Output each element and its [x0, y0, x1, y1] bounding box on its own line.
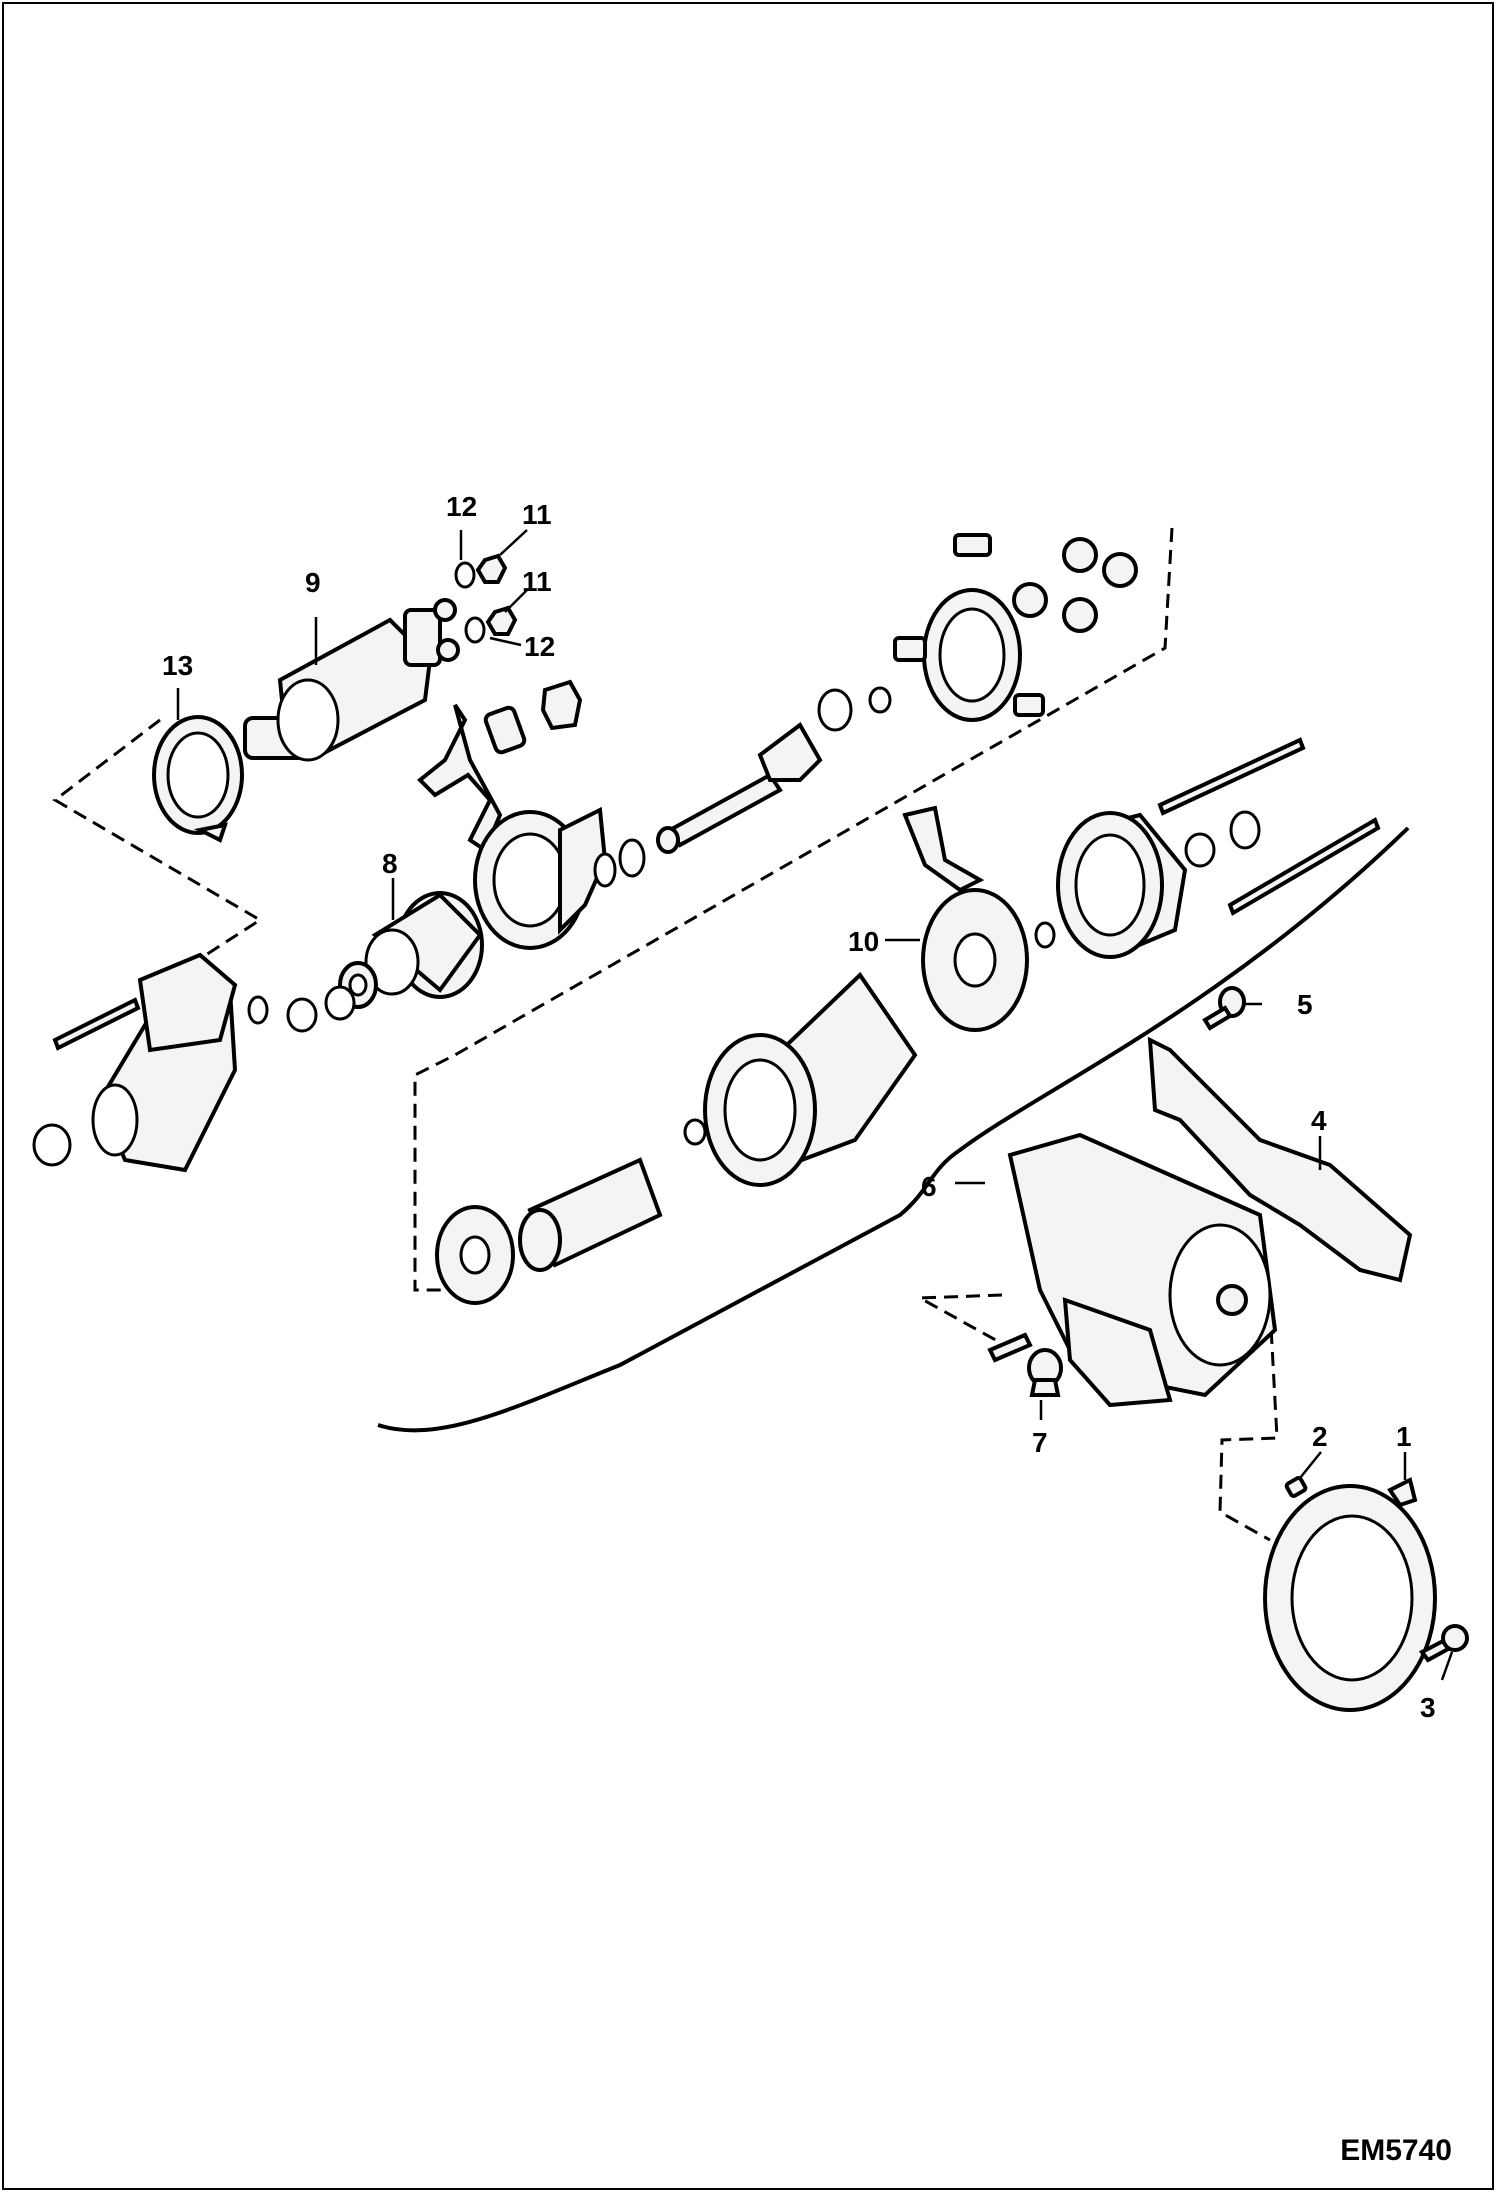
callout-5: 5 — [1297, 989, 1313, 1020]
callout-4: 4 — [1311, 1105, 1327, 1136]
part-13-seal-ring — [152, 715, 244, 843]
drive-end-housing — [32, 952, 238, 1173]
callout-9: 9 — [305, 567, 321, 598]
drive-shaft — [656, 686, 892, 854]
callout-6: 6 — [921, 1171, 937, 1202]
part-7-bolt-washer — [987, 1332, 1063, 1397]
part-8-pinion-drive — [338, 891, 484, 1009]
planetary-gear-housing — [473, 806, 608, 950]
callout-8: 8 — [382, 848, 398, 879]
armature-end-plate — [435, 1205, 515, 1305]
callout-10: 10 — [848, 926, 879, 957]
part-1-flange-adapter — [1263, 1477, 1437, 1712]
callout-7: 7 — [1032, 1427, 1048, 1458]
callout-leader-lines — [176, 529, 1454, 1681]
end-housing — [1056, 810, 1261, 959]
assembly-dashed-lines — [52, 527, 1279, 1542]
group-separator-curve — [377, 826, 1410, 1433]
circlips-washers — [247, 838, 646, 1033]
part-9-solenoid — [243, 598, 460, 762]
ring-gear-planets — [893, 533, 1138, 722]
part-2-pin — [1284, 1476, 1308, 1498]
through-bolts — [52, 737, 1381, 1051]
field-frame-yoke — [703, 971, 918, 1187]
callout-12-lower: 12 — [524, 631, 555, 662]
part-6-starter-assembly — [1007, 1132, 1278, 1408]
part-10-brush-holder — [902, 805, 1056, 1032]
part-5-bolt — [1202, 986, 1246, 1031]
callout-12-upper: 12 — [446, 491, 477, 522]
callout-1: 1 — [1396, 1421, 1412, 1452]
callout-3: 3 — [1420, 1692, 1436, 1723]
part-3-bolt — [1418, 1624, 1469, 1663]
callout-2: 2 — [1312, 1421, 1328, 1452]
armature — [518, 1118, 707, 1272]
callout-13: 13 — [162, 650, 193, 681]
parts-11-12-nuts-washers — [454, 553, 518, 644]
shift-lever — [417, 703, 503, 853]
drawing-code: EM5740 — [1340, 2134, 1452, 2167]
part-4-heat-shield — [1147, 1036, 1413, 1283]
callout-11-upper: 11 — [522, 499, 552, 530]
solenoid-small-parts — [483, 679, 583, 755]
callout-11-lower: 11 — [522, 566, 552, 597]
